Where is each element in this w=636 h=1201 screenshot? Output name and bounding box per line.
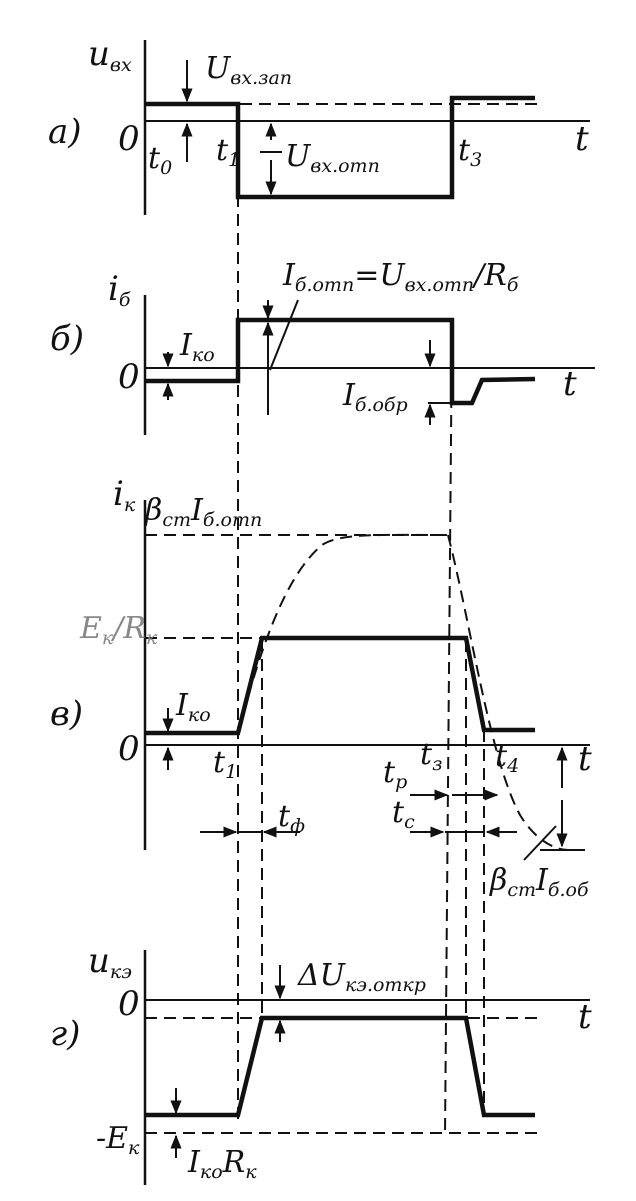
panel-g-t-axis: t <box>578 997 592 1037</box>
panel-g-delta-u: ΔUкэ.откр <box>297 958 426 996</box>
panel-v-t1: t1 <box>213 745 237 783</box>
panel-v-y-label: iк <box>113 474 136 516</box>
panel-a-u-otp: Uвх.отп <box>285 139 380 177</box>
panel-b-i-obr: Iб.обр <box>342 378 408 416</box>
panel-g-letter: г) <box>50 1014 80 1054</box>
panel-b-formula: Iб.отп=Uвх.отп/Rб <box>282 258 519 296</box>
panel-a-input-voltage <box>145 95 535 200</box>
panel-v-virtual-rise <box>237 533 449 734</box>
panel-g-zero: 0 <box>118 984 140 1024</box>
panel-v-iko: Iко <box>175 688 211 726</box>
panel-v-tc: tс <box>392 795 415 833</box>
panel-b: iб б) 0 t Iко Iб.отп=Uвх.отп/Rб Iб.обр <box>50 258 595 435</box>
panel-a-u-zap: Uвх.зап <box>205 51 292 89</box>
panel-b-zero: 0 <box>118 357 140 397</box>
panel-b-base-current <box>145 317 536 406</box>
panel-v-t3: tз <box>420 737 442 775</box>
panel-v-ek-rk: Eк/Rк <box>79 611 158 649</box>
panel-v-t4: t4 <box>495 739 519 777</box>
panel-v-zero: 0 <box>118 729 140 769</box>
panel-a-letter: а) <box>48 112 82 152</box>
panel-a-t3: t3 <box>458 133 482 171</box>
panel-v: iк в) 0 t βстIб.отп Eк/Rк Iко t1 tф tр t… <box>50 474 592 901</box>
panel-b-y-label: iб <box>108 269 131 311</box>
panel-g-collector-voltage <box>145 1015 535 1118</box>
panel-v-t-axis: t <box>578 739 592 779</box>
panel-v-virtual-fall <box>447 534 569 851</box>
panel-b-t-axis: t <box>563 364 577 404</box>
panel-a: uвх а) 0 t Uвх.зап t0 t1 Uвх.отп t3 <box>48 34 590 215</box>
panel-v-beta-bot: βстIб.об <box>489 863 589 901</box>
panel-v-beta-top: βстIб.отп <box>144 493 262 531</box>
panel-v-tp: tр <box>383 755 407 793</box>
panel-g: uкэ 0 г) t ΔUкэ.откр -Eк IкоRк <box>50 941 592 1185</box>
panel-a-zero: 0 <box>118 119 140 159</box>
panel-a-t1: t1 <box>216 133 240 171</box>
panel-b-letter: б) <box>50 319 84 359</box>
panel-g-y-label: uкэ <box>88 941 132 983</box>
panel-b-iko: Iко <box>179 328 215 366</box>
panel-a-y-label: uвх <box>88 34 132 76</box>
panel-v-collector-current <box>145 635 535 736</box>
panel-g-iko-rk: IкоRк <box>187 1145 257 1183</box>
panel-a-t0: t0 <box>148 141 172 179</box>
panel-g-minus-ek: -Eк <box>96 1121 140 1159</box>
panel-v-tf: tф <box>278 799 305 837</box>
panel-a-t-axis: t <box>575 119 589 159</box>
panel-v-letter: в) <box>50 694 83 734</box>
